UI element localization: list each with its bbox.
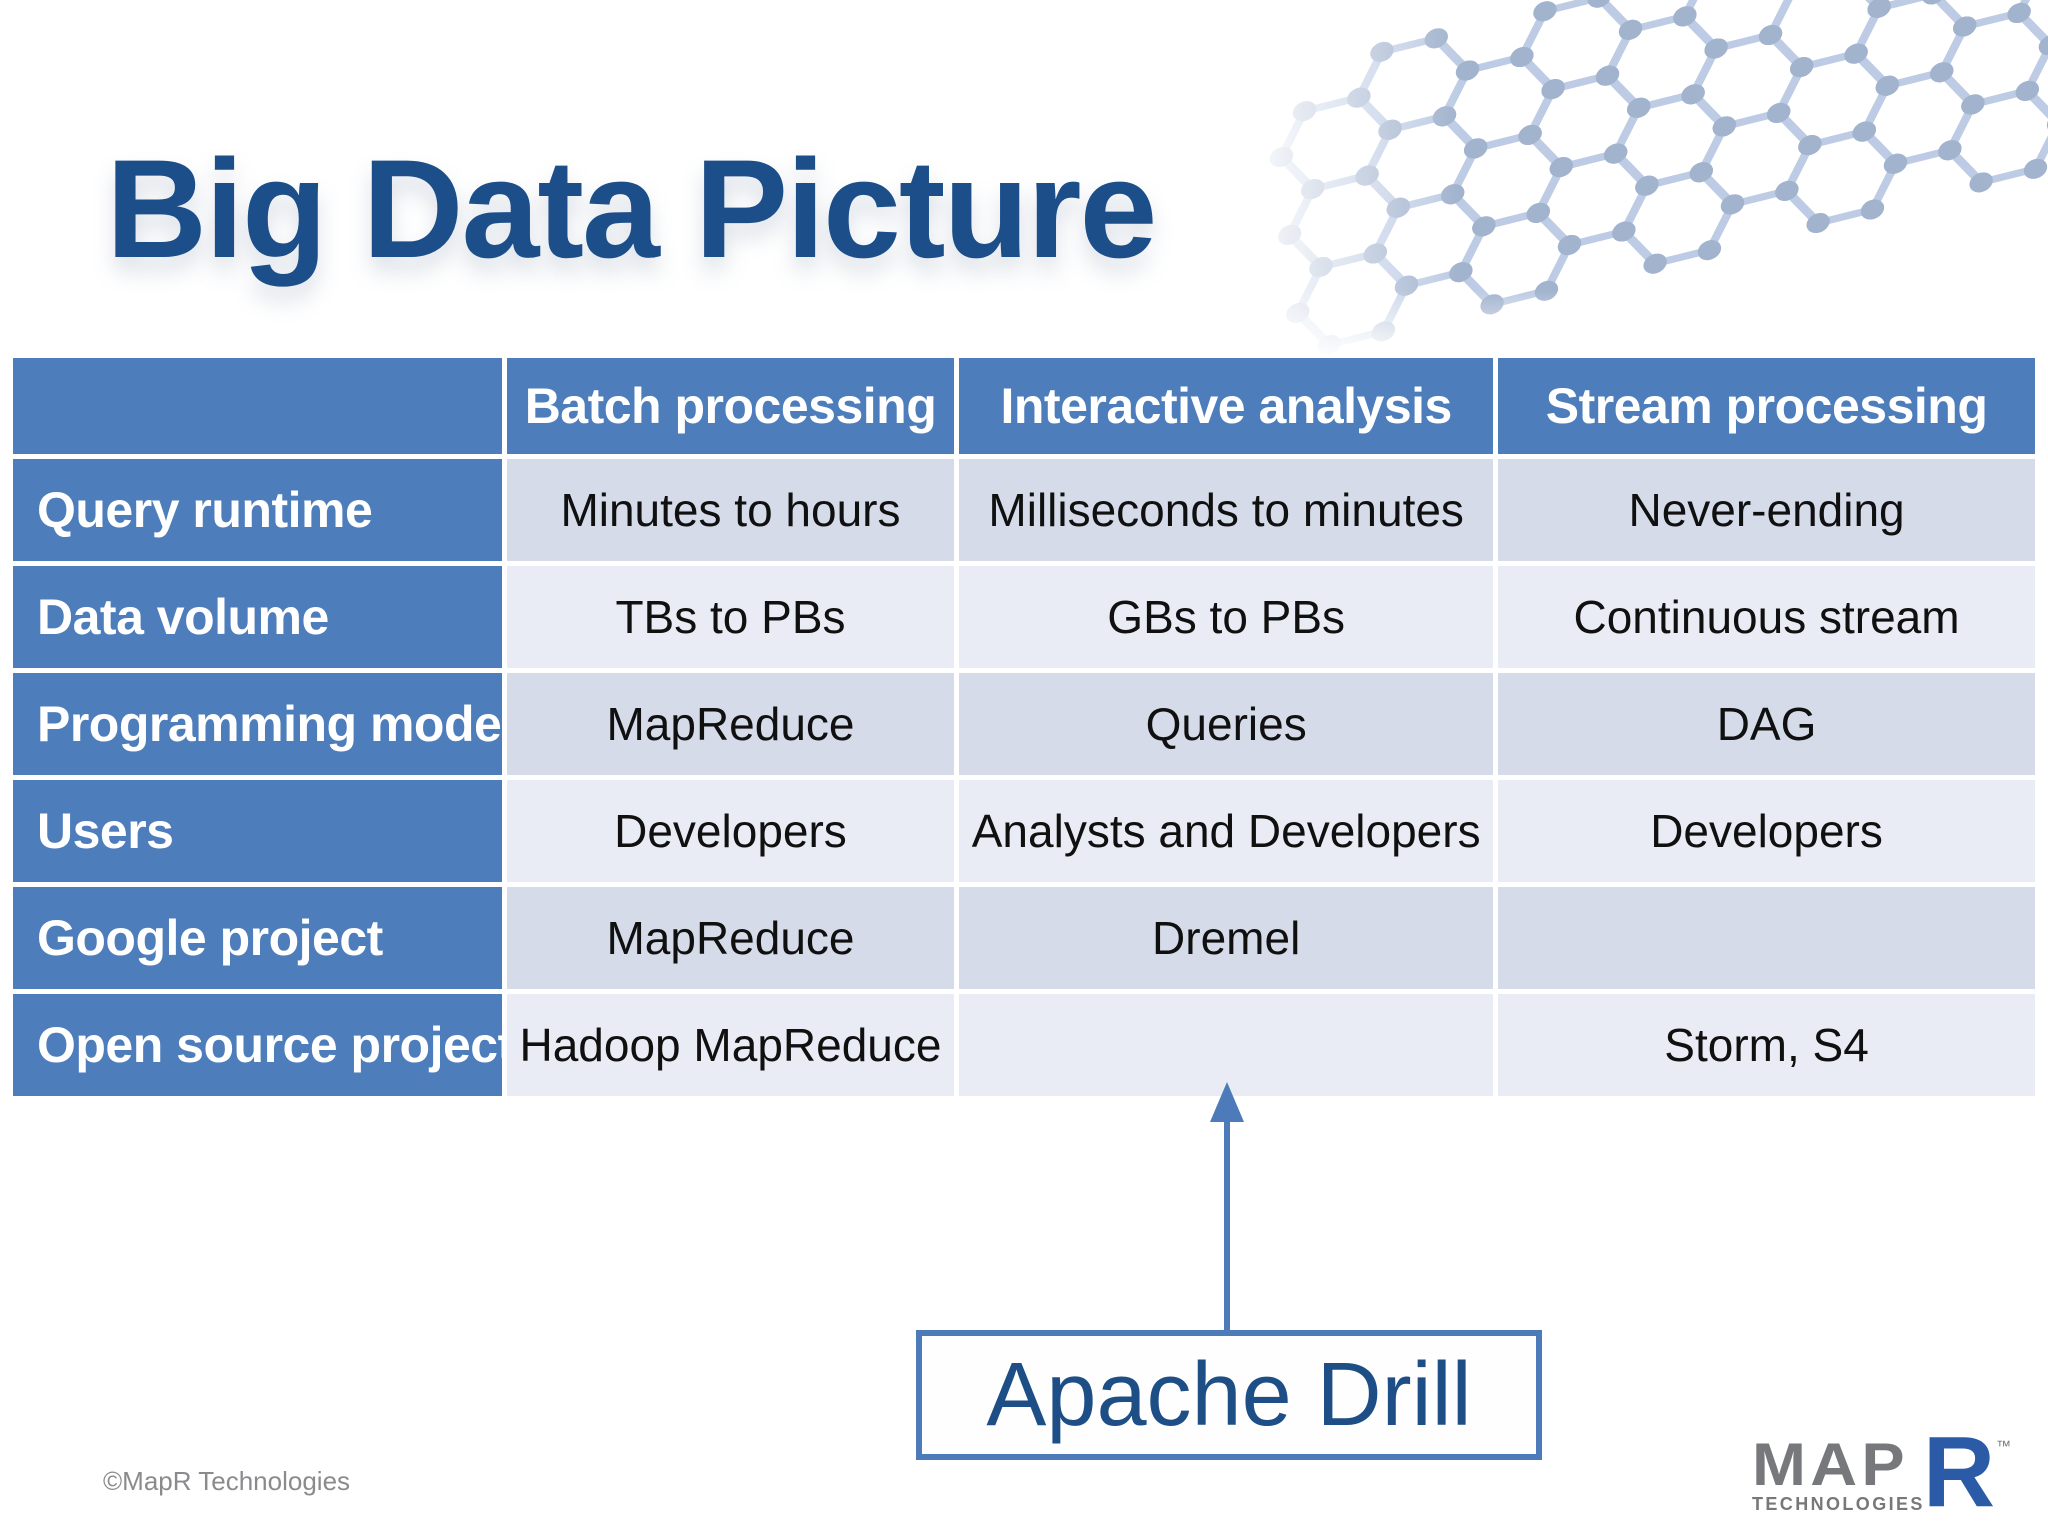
row-label: Data volume — [13, 566, 502, 668]
table-cell: GBs to PBs — [959, 566, 1494, 668]
table-cell: Minutes to hours — [506, 459, 955, 561]
trademark-symbol: ™ — [1996, 1438, 2012, 1455]
table-row-open-source-project: Open source project Hadoop MapReduce Sto… — [13, 994, 2035, 1096]
table-cell: MapReduce — [506, 887, 955, 989]
table-row-data-volume: Data volume TBs to PBs GBs to PBs Contin… — [13, 566, 2035, 668]
mapr-logo: MAP TECHNOLOGIES R ™ — [1752, 1422, 2012, 1522]
table-cell-empty — [1498, 887, 2035, 989]
header-row: Batch processing Interactive analysis St… — [13, 358, 2035, 454]
molecule-lattice-icon — [1240, 0, 2048, 360]
table-cell: Milliseconds to minutes — [959, 459, 1494, 561]
mapr-logo-technologies-text: TECHNOLOGIES — [1752, 1494, 1925, 1515]
table-cell: Dremel — [959, 887, 1494, 989]
table-cell: MapReduce — [506, 673, 955, 775]
table-cell: Developers — [1498, 780, 2035, 882]
table-cell: DAG — [1498, 673, 2035, 775]
column-header-interactive-analysis: Interactive analysis — [959, 358, 1494, 454]
table-cell: Storm, S4 — [1498, 994, 2035, 1096]
table-cell: Analysts and Developers — [959, 780, 1494, 882]
table-row-query-runtime: Query runtime Minutes to hours Milliseco… — [13, 459, 2035, 561]
table-cell: Queries — [959, 673, 1494, 775]
comparison-table: Batch processing Interactive analysis St… — [8, 353, 2040, 1101]
table-row-programming-model: Programming model MapReduce Queries DAG — [13, 673, 2035, 775]
table-cell: Continuous stream — [1498, 566, 2035, 668]
table-cell: Hadoop MapReduce — [506, 994, 955, 1096]
apache-drill-callout: Apache Drill — [916, 1330, 1542, 1460]
column-header-stream-processing: Stream processing — [1498, 358, 2035, 454]
row-label: Query runtime — [13, 459, 502, 561]
table-cell-empty — [959, 994, 1494, 1096]
mapr-logo-r-text: R — [1922, 1416, 1996, 1528]
row-label: Open source project — [13, 994, 502, 1096]
up-arrow-connector-icon — [1210, 1082, 1244, 1334]
copyright-text: ©MapR Technologies — [103, 1466, 351, 1496]
mapr-logo-map-text: MAP — [1752, 1431, 1909, 1498]
table-row-users: Users Developers Analysts and Developers… — [13, 780, 2035, 882]
row-label: Users — [13, 780, 502, 882]
table-cell: Never-ending — [1498, 459, 2035, 561]
row-label: Programming model — [13, 673, 502, 775]
callout-label: Apache Drill — [986, 1344, 1472, 1445]
corner-cell — [13, 358, 502, 454]
table-cell: TBs to PBs — [506, 566, 955, 668]
table-row-google-project: Google project MapReduce Dremel — [13, 887, 2035, 989]
row-label: Google project — [13, 887, 502, 989]
column-header-batch-processing: Batch processing — [506, 358, 955, 454]
slide-title: Big Data Picture — [106, 130, 1157, 287]
table-cell: Developers — [506, 780, 955, 882]
mapr-logo-left: MAP TECHNOLOGIES — [1752, 1431, 1925, 1515]
